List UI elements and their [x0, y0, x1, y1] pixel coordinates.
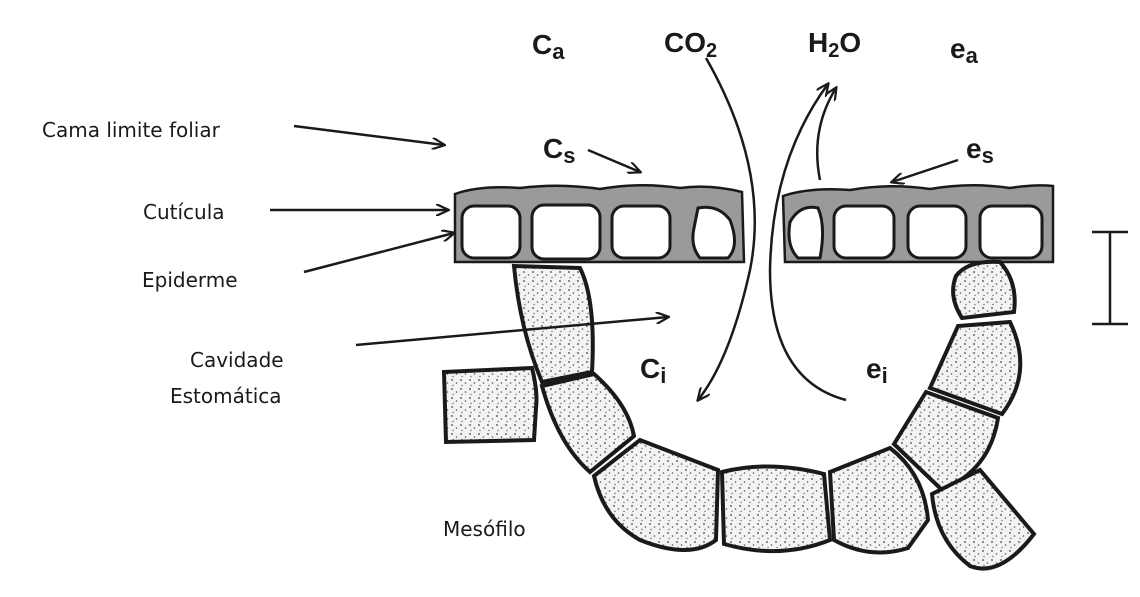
mesophyll-cells: [444, 262, 1034, 569]
ca-symbol: Ca: [532, 30, 564, 67]
ei-symbol: ei: [866, 354, 888, 391]
right-guard-cell: [789, 207, 823, 258]
scale-bar: [1092, 232, 1128, 324]
cuticle-label: Cutícula: [143, 199, 225, 225]
cs-arrow: [588, 150, 640, 172]
mesophyll-label: Mesófilo: [443, 516, 526, 542]
cavity-label-line2: Estomática: [170, 383, 282, 409]
cs-symbol: Cs: [543, 134, 575, 171]
boundary-layer-arrow: [294, 126, 444, 145]
right-epidermis: [783, 185, 1053, 262]
boundary-layer-label: Cama limite foliar: [42, 117, 220, 143]
epidermis-arrow: [304, 233, 454, 272]
co2-symbol: CO2: [664, 28, 717, 66]
epidermis-label: Epiderme: [142, 267, 238, 293]
cavity-label-line1: Cavidade: [190, 347, 284, 373]
es-symbol: es: [966, 134, 994, 171]
h2o-symbol: H2O: [808, 28, 861, 66]
cavity-arrow: [356, 317, 668, 345]
ci-symbol: Ci: [640, 354, 666, 391]
left-epidermis: [455, 185, 744, 262]
h2o-flux-arrow-2: [817, 88, 836, 180]
ea-symbol: ea: [950, 34, 978, 71]
es-arrow: [892, 160, 958, 182]
